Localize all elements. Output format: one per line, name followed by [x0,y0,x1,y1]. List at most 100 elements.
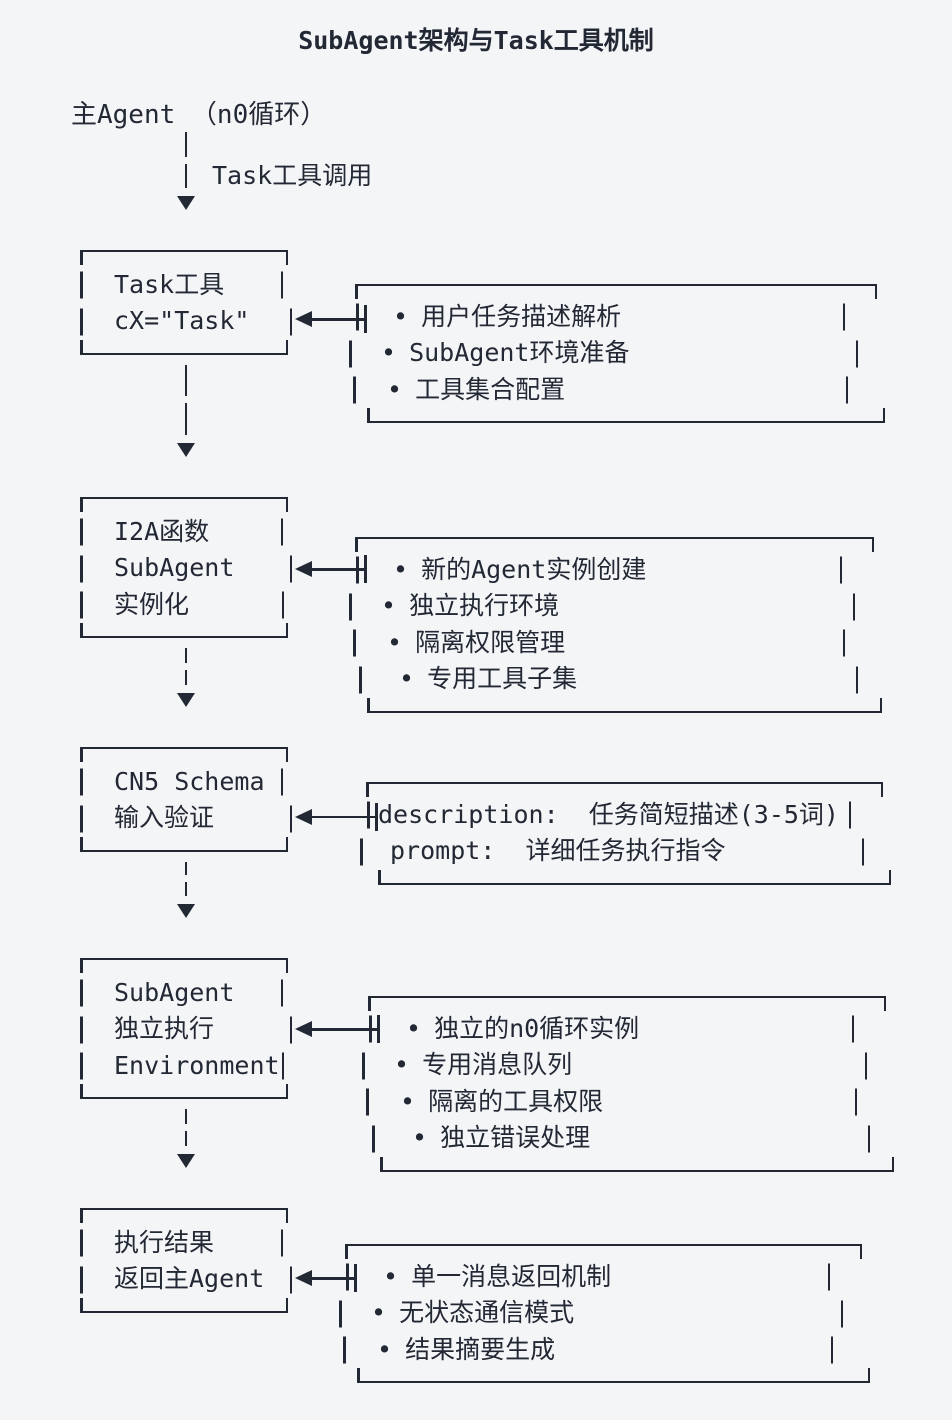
detail-rows: • 用户任务描述解析 •SubAgent环境准备•工具集合配置 [355,299,877,409]
bullet-icon: • [393,554,409,584]
detail-item: •工具集合配置 [355,372,877,409]
box-rows: Task工具 cX="Task" [80,267,288,340]
box-row: 返回主Agent [80,1261,288,1298]
task-call-label: Task工具调用 [212,161,373,190]
connector-line [184,132,188,157]
box-row: 实例化 [80,587,288,624]
bullet-icon: • [394,1050,410,1080]
bullet-icon: • [387,374,403,404]
detail-text: 独立错误处理 [440,1123,591,1153]
page-title: SubAgent架构与Task工具机制 [298,26,654,55]
bullet-icon: • [371,1298,387,1328]
box-line: Task工具 [114,269,225,299]
arrow-end-tick [364,305,367,334]
box-row: 执行结果 [80,1225,288,1262]
box-row: Environment [80,1048,288,1085]
detail-item: • 专用工具子集 [355,661,874,698]
box-line: 实例化 [114,589,190,619]
box-row: I2A函数 [80,514,288,551]
detail-border-bottom [378,869,891,885]
box-row: SubAgent [80,550,288,587]
detail-border-bottom [367,407,885,424]
left-arrow-icon [295,808,312,825]
box-line: cX="Task" [114,306,250,336]
connector-line [184,163,188,188]
bullet-icon: • [377,1334,393,1364]
box-border-bottom [80,622,288,639]
detail-item: •无状态通信模式 [345,1295,862,1332]
bullet-icon: • [381,591,397,621]
box-border-bottom [80,1083,288,1100]
bullet-icon: • [393,301,409,331]
arrow-line [311,1028,378,1031]
box-border-top [80,1208,288,1224]
detail-text: 新的Agent实例创建 [421,554,647,584]
detail-rows: •单一消息返回机制•无状态通信模式•结果摘要生成 [345,1259,862,1369]
detail-text: 独立执行环境 [409,591,560,621]
box-row: 输入验证 [80,800,288,837]
connector-line [184,1131,188,1146]
box-row: SubAgent [80,975,288,1012]
detail-text: 单一消息返回机制 [411,1261,612,1291]
box-border-top [80,250,288,266]
left-arrow-icon [295,1270,312,1287]
detail-border-top [366,782,883,798]
detail-border-bottom [380,1156,894,1172]
detail-item: •单一消息返回机制 [345,1259,862,1296]
flow-box-result-return: 执行结果返回主Agent [80,1208,288,1313]
bullet-icon: • [399,664,415,694]
bullet-icon: • [406,1013,422,1043]
detail-item: • 用户任务描述解析 [355,299,877,336]
box-border-bottom [80,1297,288,1313]
bullet-icon: • [387,627,403,657]
connector-line [184,364,188,397]
detail-border-top [368,996,886,1012]
down-arrow-icon [177,196,195,210]
detail-rows: •新的Agent实例创建•独立执行环境•隔离权限管理•专用工具子集 [355,552,874,698]
box-border-top [80,958,288,974]
detail-item: •独立的n0循环实例 [368,1011,886,1048]
detail-item: •独立错误处理 [368,1120,886,1157]
detail-border-bottom [357,1367,870,1384]
detail-item: description: 任务简短描述(3-5词) [366,797,883,834]
detail-box-i2a-instantiation: •新的Agent实例创建•独立执行环境•隔离权限管理•专用工具子集 [355,537,882,713]
detail-text: 用户任务描述解析 [421,301,622,331]
box-row: cX="Task" [80,303,288,340]
detail-rows: •独立的n0循环实例•专用消息队列•隔离的工具权限•独立错误处理 [368,1011,886,1157]
box-rows: 执行结果返回主Agent [80,1225,288,1298]
bullet-icon: • [400,1086,416,1116]
box-line: Environment [114,1050,280,1080]
box-border-top [80,497,288,513]
arrow-line [311,815,376,819]
main-agent-node: 主Agent （n0循环） [71,100,327,130]
detail-border-top [355,537,874,553]
left-arrow-icon [295,561,312,578]
box-row: 独立执行 [80,1011,288,1048]
arrow-end-tick [354,1264,357,1293]
detail-item: •SubAgent环境准备 [355,335,877,372]
detail-box-cn5-schema-validation: description: 任务简短描述(3-5词)prompt: 详细任务执行指… [366,782,891,885]
detail-text: 隔离的工具权限 [428,1086,604,1116]
box-border-bottom [80,836,288,852]
left-arrow-icon [295,1021,312,1038]
detail-item: •结果摘要生成 [345,1332,862,1369]
arrow-end-tick [375,802,378,831]
box-line: 输入验证 [114,803,215,833]
detail-text: 专用工具子集 [427,664,578,694]
detail-text: description: 任务简短描述(3-5词) [378,799,839,829]
arrow-line [311,318,365,321]
detail-box-result-return: •单一消息返回机制•无状态通信模式•结果摘要生成 [345,1244,870,1384]
arrow-line [311,568,365,571]
box-line: 独立执行 [114,1014,215,1044]
bullet-icon: • [381,338,397,368]
arrow-line [311,1277,355,1280]
box-border-bottom [80,339,288,355]
connector-line [184,648,188,664]
detail-border-top [345,1244,862,1260]
connector-line [184,1109,188,1125]
